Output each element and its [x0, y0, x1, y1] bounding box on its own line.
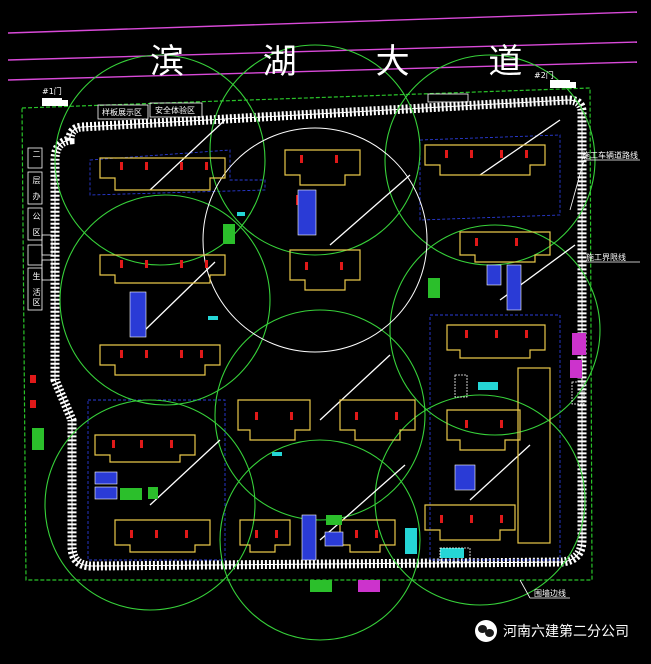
building: [239, 519, 291, 553]
wall-label: 围墙边线: [534, 589, 566, 598]
wechat-icon: [475, 620, 497, 642]
unit-markers: [30, 150, 528, 538]
left-office-column: [27, 147, 53, 311]
building: [339, 519, 396, 553]
fence-label-1: 施工车辆道路线: [582, 151, 638, 160]
office-boxes: [97, 93, 469, 120]
building: [289, 249, 361, 291]
building: [284, 149, 361, 186]
building-long: [517, 367, 551, 544]
building: [446, 324, 546, 359]
watermark: 河南六建第二分公司: [475, 620, 629, 642]
site-boundary: [21, 87, 593, 581]
building: [99, 344, 221, 376]
gate-left-label: #1门: [42, 87, 62, 96]
side-note-3: 办: [32, 192, 41, 200]
gate-right-label: #2门: [534, 71, 554, 80]
crane-radius-large: [202, 127, 428, 353]
safety-label: 安全体验区: [155, 106, 195, 115]
side-note-1: 二: [32, 150, 41, 158]
building: [237, 399, 311, 441]
building: [424, 144, 546, 176]
gate-truck-left: [42, 98, 68, 106]
road-name: 滨 湖 大 道: [150, 42, 557, 82]
green-blocks: [32, 224, 440, 592]
buildings: [94, 144, 551, 553]
side-note-2: 层: [32, 176, 41, 184]
gate-truck-right: [550, 80, 576, 88]
annotation-leaders: [519, 159, 640, 599]
side-note-7: 活: [32, 288, 41, 296]
building: [99, 254, 226, 284]
road-lines: [7, 11, 638, 81]
material-yards: [94, 189, 522, 561]
side-note-6: 生: [32, 272, 41, 280]
cyan-blocks: [208, 212, 498, 558]
building: [99, 157, 226, 191]
crane-radius: [44, 44, 601, 641]
side-note-8: 区: [32, 298, 41, 306]
storage-boxes: [439, 374, 585, 563]
office-label: 样板展示区: [102, 108, 142, 117]
watermark-text: 河南六建第二分公司: [503, 624, 629, 640]
building: [114, 519, 211, 553]
side-note-5: 区: [32, 228, 41, 236]
fence-label-2: 施工界限线: [586, 253, 626, 262]
building: [424, 504, 516, 541]
building: [94, 434, 196, 463]
building: [339, 399, 416, 441]
magenta-blocks: [358, 333, 586, 592]
building: [459, 231, 551, 263]
side-note-4: 公: [32, 212, 41, 220]
building: [446, 409, 521, 451]
construction-line: [87, 134, 561, 561]
